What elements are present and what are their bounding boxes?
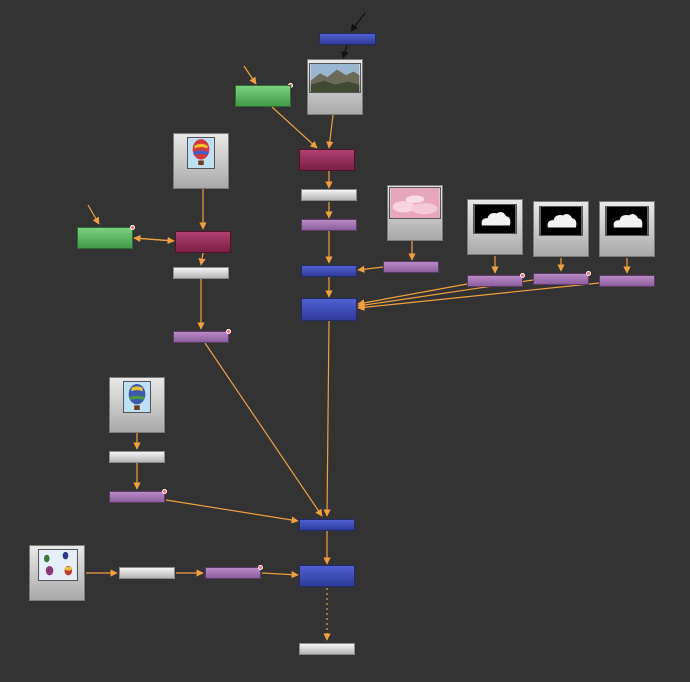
image-tile-pink-clouds[interactable] [387, 185, 443, 241]
hot-air-balloon-thumbnail [187, 137, 215, 169]
node-crimson-center[interactable] [299, 149, 355, 171]
node-purple-center-1[interactable] [301, 219, 357, 231]
hot-air-balloon-thumbnail [123, 381, 151, 413]
wire-b1-to-merge [204, 342, 323, 517]
wire-green-left-in [87, 204, 100, 225]
node-gray-center-1[interactable] [301, 189, 357, 201]
wire-b1-c1 [198, 252, 206, 266]
node-gray-left-1[interactable] [173, 267, 229, 279]
image-tile-balloons[interactable] [29, 545, 85, 601]
node-blue-center-1[interactable] [301, 265, 357, 277]
wire-green-to-crimson [271, 106, 318, 149]
node-green-left[interactable] [77, 227, 133, 249]
wire-top-out [341, 44, 349, 59]
node-gray-left-2[interactable] [109, 451, 165, 463]
cloud-mask-thumbnail [605, 206, 649, 236]
mountain-landscape-thumbnail [309, 63, 361, 93]
node-flag-dot [520, 273, 525, 278]
node-flag-dot [258, 565, 263, 570]
wire-cloud3-to-blue [357, 282, 600, 311]
node-purple-pink[interactable] [383, 261, 439, 273]
node-green-top[interactable] [235, 85, 291, 107]
node-purple-bottom[interactable] [205, 567, 261, 579]
wire-top-in [350, 12, 366, 32]
image-tile-balloon-1[interactable] [173, 133, 229, 189]
pink-clouds-thumbnail [389, 187, 441, 219]
wire-c5 [323, 320, 331, 517]
wire-b2-to-merge [165, 499, 299, 524]
node-top-blue[interactable] [319, 33, 376, 45]
image-tile-cloud-1[interactable] [467, 199, 523, 255]
node-flag-dot [226, 329, 231, 334]
node-purple-cloud-1[interactable] [467, 275, 523, 287]
image-tile-cloud-3[interactable] [599, 201, 655, 257]
node-purple-cloud-2[interactable] [533, 273, 589, 285]
node-purple-cloud-3[interactable] [599, 275, 655, 287]
node-blue-merge-final[interactable] [299, 565, 355, 587]
wire-pink-to-blue [357, 265, 384, 273]
node-flag-dot [130, 225, 135, 230]
cloud-mask-thumbnail [539, 206, 583, 236]
node-crimson-left[interactable] [175, 231, 231, 253]
node-purple-left-1[interactable] [173, 331, 229, 343]
node-flag-dot [162, 489, 167, 494]
wire-landscape-to-crimson [326, 114, 334, 149]
wire-bb-to-merge [261, 571, 299, 579]
wire-cloud1-to-blue [357, 283, 468, 307]
multiple-balloons-thumbnail [38, 549, 78, 581]
image-tile-cloud-2[interactable] [533, 201, 589, 257]
image-tile-landscape[interactable] [307, 59, 363, 115]
node-gray-bottom[interactable] [119, 567, 175, 579]
node-gray-output[interactable] [299, 643, 355, 655]
wire-crimson-to-green [133, 234, 175, 243]
cloud-mask-thumbnail [473, 204, 517, 234]
image-tile-balloon-2[interactable] [109, 377, 165, 433]
node-blue-merge-main[interactable] [301, 298, 357, 321]
wire-green-top-in [243, 65, 257, 85]
node-flag-dot [586, 271, 591, 276]
node-blue-merge-2[interactable] [299, 519, 355, 531]
node-purple-left-2[interactable] [109, 491, 165, 503]
